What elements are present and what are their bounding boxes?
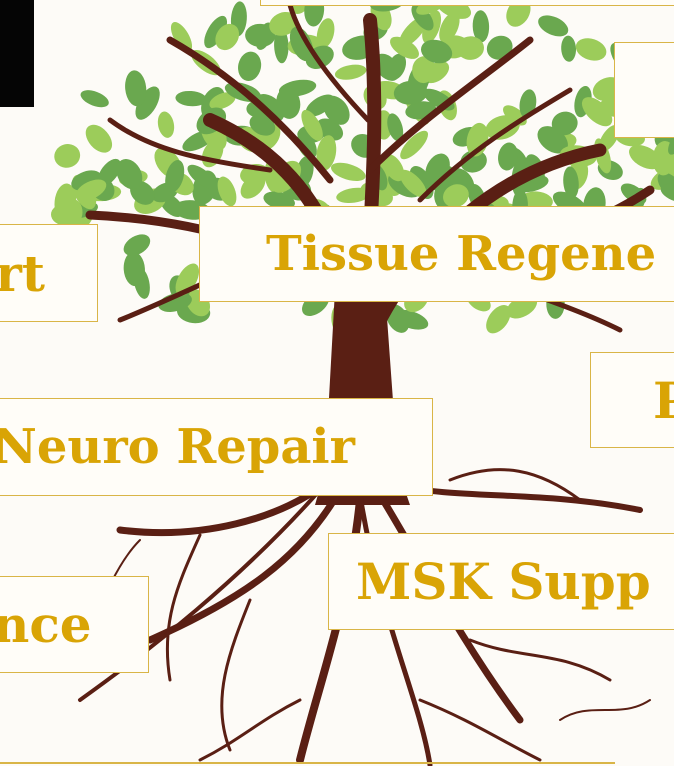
msk-support-text: MSK Supp — [356, 552, 651, 611]
right-p-label-text: P — [653, 371, 674, 430]
leaf — [156, 110, 177, 139]
neuro-repair-text: Neuro Repair — [0, 419, 355, 475]
support-label-text: rt — [0, 244, 45, 303]
balance-label-fragment: nce — [0, 576, 149, 673]
leaf — [561, 35, 577, 62]
bottom-divider-line — [0, 762, 615, 764]
leaf — [80, 120, 117, 158]
leaf — [78, 87, 111, 111]
leaf — [329, 159, 368, 184]
tissue-regeneration-text: Tissue Regene — [266, 226, 656, 282]
msk-support-label: MSK Supp — [328, 533, 674, 630]
tissue-regeneration-label: Tissue Regene — [199, 206, 674, 302]
top-label-fragment — [260, 0, 674, 6]
neuro-repair-label: Neuro Repair — [0, 398, 433, 496]
right-p-label-fragment: P — [590, 352, 674, 448]
black-corner-block — [0, 0, 34, 107]
balance-label-text: nce — [0, 595, 92, 654]
leaf — [52, 141, 83, 171]
top-right-label-fragment — [614, 42, 674, 138]
leaf — [235, 49, 263, 83]
support-label-fragment: rt — [0, 224, 98, 322]
leaf — [573, 34, 609, 64]
leaf — [334, 62, 368, 82]
